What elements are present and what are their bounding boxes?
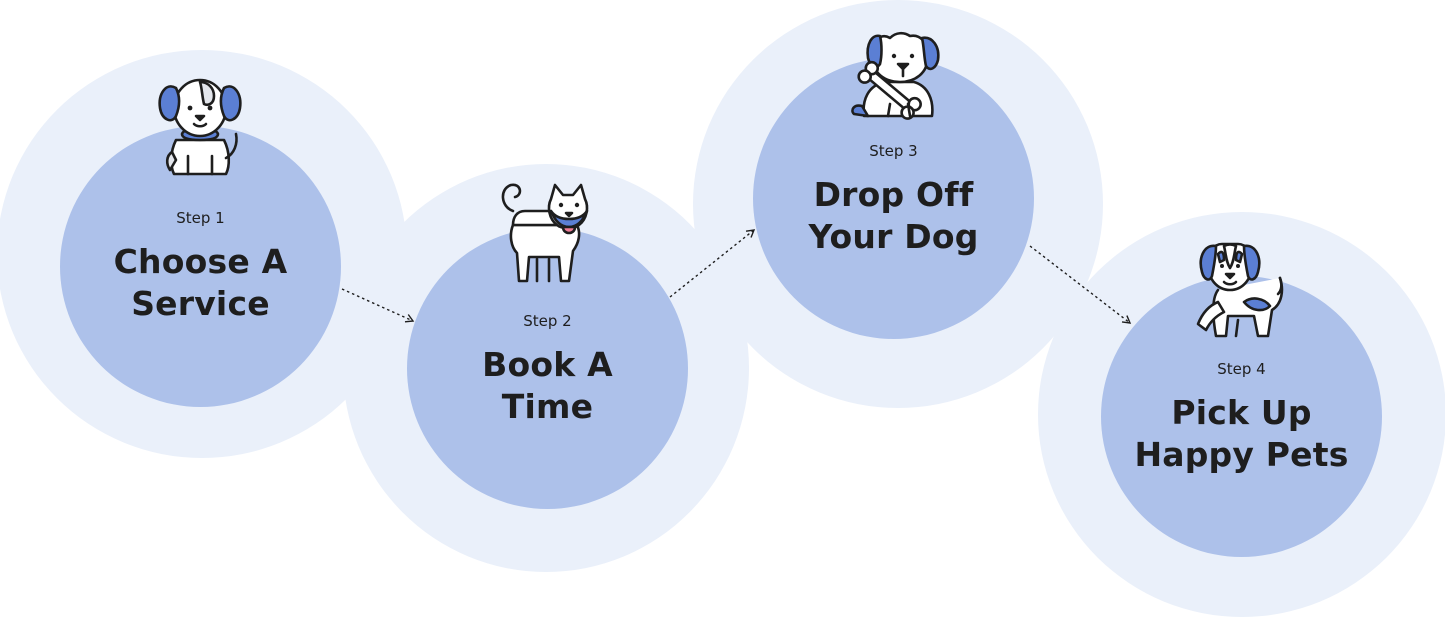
step-3-label: Step 3 [869,142,918,160]
beagle-dog-icon [1196,242,1284,338]
step-2-title-line-2: Time [501,387,594,426]
step-4-text: Step 4 Pick Up Happy Pets [1101,360,1382,476]
step-4-title-line-1: Pick Up [1171,393,1312,432]
step-3-text: Step 3 Drop Off Your Dog [753,142,1034,258]
step-1-label: Step 1 [176,209,225,227]
step-4-title-line-2: Happy Pets [1134,435,1349,474]
step-4-inner-circle [1101,276,1382,557]
step-2-title: Book A Time [407,344,688,428]
spotted-puppy-icon [158,78,242,176]
arrow-step2-to-step3 [669,229,756,298]
step-2-inner-circle [407,228,688,509]
step-2-text: Step 2 Book A Time [407,312,688,428]
husky-dog-icon [501,183,589,283]
step-3-title-line-1: Drop Off [813,175,974,214]
arrow-step1-to-step2 [341,288,415,323]
step-3-title-line-2: Your Dog [808,217,979,256]
step-1-title-line-2: Service [131,284,270,323]
step-2-label: Step 2 [523,312,572,330]
step-1-text: Step 1 Choose A Service [60,209,341,325]
step-4-label: Step 4 [1217,360,1266,378]
arrow-step3-to-step4 [1029,245,1132,324]
step-3-title: Drop Off Your Dog [753,174,1034,258]
dog-with-bone-icon [851,31,940,120]
step-1-title-line-1: Choose A [113,242,288,281]
step-2-title-line-1: Book A [482,345,613,384]
step-1-title: Choose A Service [60,241,341,325]
step-4-title: Pick Up Happy Pets [1101,392,1382,476]
